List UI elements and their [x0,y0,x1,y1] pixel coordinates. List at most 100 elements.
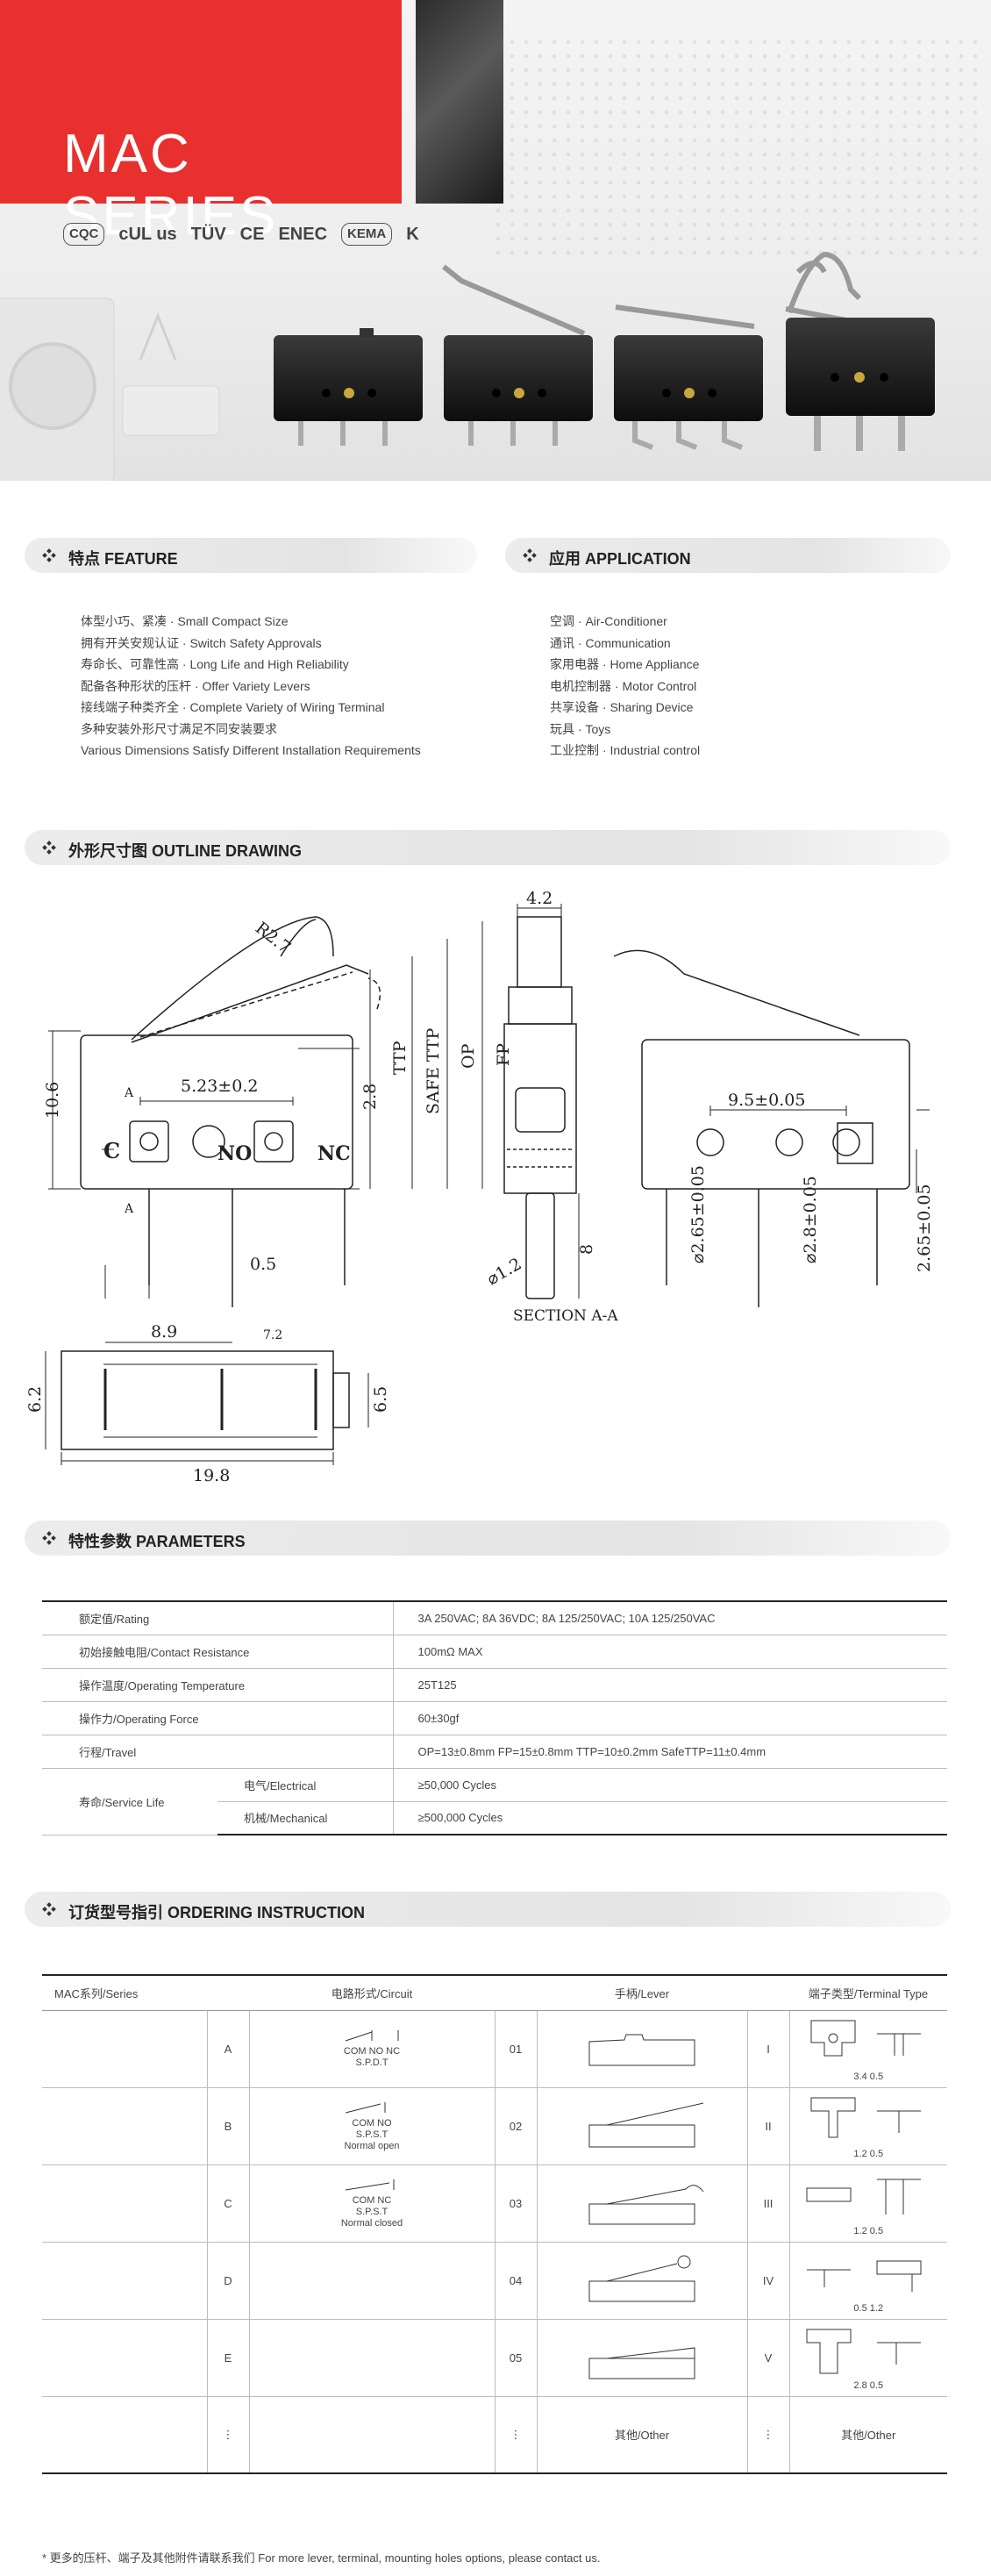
feature-item: 接线端子种类齐全 · Complete Variety of Wiring Te… [81,700,385,714]
switch-long-lever [614,304,763,450]
section-view [503,904,580,1299]
dim-8: 8 [577,1244,596,1255]
terminal-1-icon [810,2020,922,2056]
param-value: 100mΩ MAX [392,1635,947,1669]
enec-logo: ENEC [278,225,328,244]
table-row: ⋮ ⋮ 其他/Other ⋮ 其他/Other [42,2396,947,2474]
circuit-type: S.P.S.T [355,2206,389,2217]
feature-item: 寿命长、可靠性高 · Long Life and High Reliabilit… [81,657,349,671]
col-terminal: 端子类型/Terminal Type [789,1974,947,2011]
diamond-dots-icon [42,1902,56,1916]
feature-item: 多种安装外形尺寸满足不同安装要求 [81,721,277,736]
terminal-other: 其他/Other [788,2396,947,2474]
terminal-code: ⋮ [746,2396,789,2474]
footer-note: * 更多的压杆、端子及其他附件请联系我们 For more lever, ter… [42,2551,601,2565]
terminal-dims: 3.4 0.5 [853,2071,884,2082]
circuit-code: A [206,2010,249,2088]
lever-01-icon [588,2034,695,2065]
col-spacer [747,1974,789,2011]
diamond-dots-icon [42,1531,56,1545]
param-label: 寿命/Service Life [42,1768,217,1835]
param-value: 25T125 [392,1668,947,1702]
dim-523: 5.23±0.2 [181,1077,258,1096]
table-header-row: MAC系列/Series 电路形式/Circuit 手柄/Lever 端子类型/… [42,1974,947,2011]
param-value: ≥500,000 Cycles [392,1801,947,1835]
terminal-2-icon [810,2097,922,2137]
feature-item: 拥有开关安规认证 · Switch Safety Approvals [81,635,322,650]
dim-62: 6.2 [25,1386,45,1413]
lever-05-icon [588,2346,695,2379]
table-row: 机械/Mechanical≥500,000 Cycles [42,1801,947,1835]
terminal-code: III [746,2165,789,2243]
terminal-dims: 1.2 0.5 [853,2225,884,2236]
col-spacer [495,1974,537,2011]
switch-roller-lever [785,251,935,451]
application-item: 通讯 · Communication [550,635,671,650]
terminal-c-label: C [103,1138,120,1163]
circuit-diagram [248,2396,495,2474]
terminal-code: IV [746,2242,789,2320]
application-item: 电机控制器 · Motor Control [550,678,697,693]
dim-95: 9.5±0.05 [728,1091,805,1110]
rear-view [613,949,930,1307]
dim-72: 7.2 [263,1328,282,1342]
terminal-diagram: 0.5 1.2 [788,2242,947,2320]
k-logo: K [406,225,419,244]
lever-code: 02 [494,2087,537,2165]
diamond-dots-icon [523,548,537,562]
circuit-type: S.P.S.T [355,2129,389,2140]
dim-dia-265: ⌀2.65±0.05 [688,1165,708,1263]
lever-code: 01 [494,2010,537,2088]
terminal-dims: 0.5 1.2 [853,2302,884,2314]
application-item: 家用电器 · Home Appliance [550,657,700,671]
lever-diagram [536,2319,747,2397]
front-view [48,916,483,1343]
lever-diagram [536,2087,747,2165]
appliance-silhouettes [0,297,220,481]
parameters-title: 特性参数 PARAMETERS [68,1533,246,1550]
outline-title: 外形尺寸图 OUTLINE DRAWING [68,842,302,860]
feature-item: 体型小巧、紧凑 · Small Compact Size [81,614,289,628]
feature-header: 特点 FEATURE [25,538,477,573]
ordering-title: 订货型号指引 ORDERING INSTRUCTION [68,1904,366,1921]
param-label: 额定值/Rating [42,1600,393,1635]
param-label: 操作力/Operating Force [42,1701,393,1735]
circuit-state: Normal open [344,2140,400,2151]
terminal-code: V [746,2319,789,2397]
param-sublabel: 机械/Mechanical [217,1801,393,1835]
dim-89: 8.9 [151,1322,177,1342]
circuit-code: B [206,2087,249,2165]
param-label: 操作温度/Operating Temperature [42,1668,393,1702]
dim-safe-ttp: SAFE TTP [424,1027,443,1114]
dim-op: OP [459,1043,478,1069]
application-item: 共享设备 · Sharing Device [550,700,694,714]
terminal-4-icon [807,2260,922,2292]
circuit-symbol [345,2179,395,2190]
banner-dot-pattern [491,35,982,263]
dim-ttp: TTP [390,1041,410,1075]
param-sublabel: 电气/Electrical [217,1768,393,1802]
param-value: ≥50,000 Cycles [392,1768,947,1802]
switch-straight-lever [442,264,593,446]
circuit-diagram [248,2242,495,2320]
col-series: MAC系列/Series [42,1974,207,2011]
lever-code: 05 [494,2319,537,2397]
param-label: 行程/Travel [42,1735,393,1769]
lever-04-icon [588,2255,695,2301]
circuit-type: S.P.D.T [355,2057,389,2068]
dim-65: 6.5 [371,1386,390,1413]
outline-drawing: R2.7 5.23±0.2 10.6 A A C NO NC 2.8 TTP S… [25,889,934,1485]
outline-header: 外形尺寸图 OUTLINE DRAWING [25,830,951,865]
ordering-header: 订货型号指引 ORDERING INSTRUCTION [25,1892,951,1927]
series-title-box: MAC SERIES [0,0,402,247]
circuit-code: E [206,2319,249,2397]
terminal-code: I [746,2010,789,2088]
